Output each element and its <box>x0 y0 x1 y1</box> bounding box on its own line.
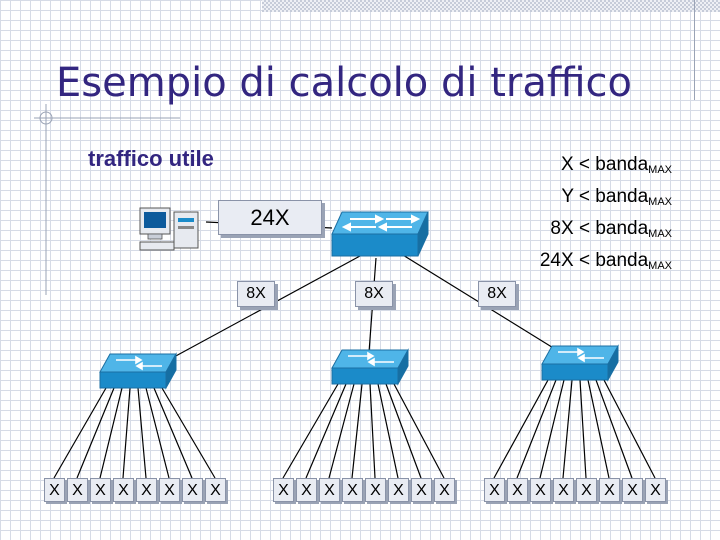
constraint-4: 24X < bandaMAX <box>539 250 672 272</box>
leaf-label: X <box>159 478 180 502</box>
leaf-label: X <box>44 478 65 502</box>
leaf-label: X <box>136 478 157 502</box>
fanout-line <box>122 387 131 479</box>
fanout-line <box>76 387 115 479</box>
leaf-label: X <box>411 478 432 502</box>
leaf-label: X <box>67 478 88 502</box>
leaf-label: X <box>388 478 409 502</box>
uplink-2 <box>367 257 377 367</box>
fanout-line <box>153 387 193 479</box>
leaf-label: X <box>622 478 643 502</box>
slide-crosshair <box>34 104 180 295</box>
fanout-line <box>393 383 445 479</box>
constraint-2: Y < bandaMAX <box>561 186 672 208</box>
workstation-icon <box>139 207 199 251</box>
fanout-line <box>539 379 565 479</box>
constraint-1: X < bandaMAX <box>560 154 672 176</box>
edge-switch-icon-3 <box>541 344 619 382</box>
fanout-line <box>562 379 573 479</box>
fanout-line <box>328 383 355 479</box>
slide-subtitle: traffico utile <box>88 146 214 171</box>
leaf-label: X <box>113 478 134 502</box>
fanout-1 <box>53 387 216 479</box>
leaf-label: X <box>484 478 505 502</box>
branch-label-2: 8X <box>355 281 393 307</box>
slide-title: Esempio di calcolo di traffico <box>56 60 632 106</box>
fanout-line <box>385 383 422 479</box>
uplink-1 <box>149 255 361 371</box>
header-rule <box>694 0 695 100</box>
constraints-list: X < bandaMAX Y < bandaMAX 8X < bandaMAX … <box>540 150 672 278</box>
leaf-label: X <box>553 478 574 502</box>
leaf-group-1: X X X X X X X X <box>44 478 228 502</box>
leaf-label: X <box>90 478 111 502</box>
fanout-line <box>351 383 363 479</box>
leaf-group-3: X X X X X X X X <box>484 478 668 502</box>
leaf-label: X <box>296 478 317 502</box>
fanout-line <box>137 387 147 479</box>
fanout-line <box>282 383 339 479</box>
constraint-3: 8X < bandaMAX <box>550 218 672 240</box>
leaf-group-2: X X X X X X X X <box>273 478 457 502</box>
leaf-label: X <box>205 478 226 502</box>
fanout-line <box>493 379 549 479</box>
fanout-line <box>369 383 376 479</box>
leaf-label: X <box>342 478 363 502</box>
leaf-label: X <box>599 478 620 502</box>
branch-label-3: 8X <box>478 281 516 307</box>
fanout-line <box>53 387 107 479</box>
fanout-2 <box>282 383 445 479</box>
leaf-label: X <box>273 478 294 502</box>
fanout-line <box>377 383 399 479</box>
leaf-label: X <box>434 478 455 502</box>
fanout-line <box>99 387 123 479</box>
uplink-label: 24X <box>218 200 322 235</box>
fanout-line <box>145 387 170 479</box>
leaf-label: X <box>645 478 666 502</box>
leaf-label: X <box>319 478 340 502</box>
leaf-label: X <box>365 478 386 502</box>
branch-label-1: 8X <box>237 281 275 307</box>
fanout-line <box>516 379 557 479</box>
edge-switch-icon-1 <box>99 352 177 390</box>
leaf-label: X <box>576 478 597 502</box>
fanout-line <box>579 379 587 479</box>
header-pattern <box>262 0 720 12</box>
core-switch-icon <box>331 211 429 257</box>
fanout-3 <box>493 379 656 479</box>
edge-switch-icon-2 <box>331 348 409 386</box>
fanout-line <box>161 387 216 479</box>
leaf-label: X <box>530 478 551 502</box>
leaf-label: X <box>507 478 528 502</box>
fanout-line <box>603 379 656 479</box>
uplink-3 <box>397 251 577 363</box>
fanout-line <box>587 379 610 479</box>
fanout-line <box>595 379 633 479</box>
leaf-label: X <box>182 478 203 502</box>
fanout-line <box>305 383 347 479</box>
